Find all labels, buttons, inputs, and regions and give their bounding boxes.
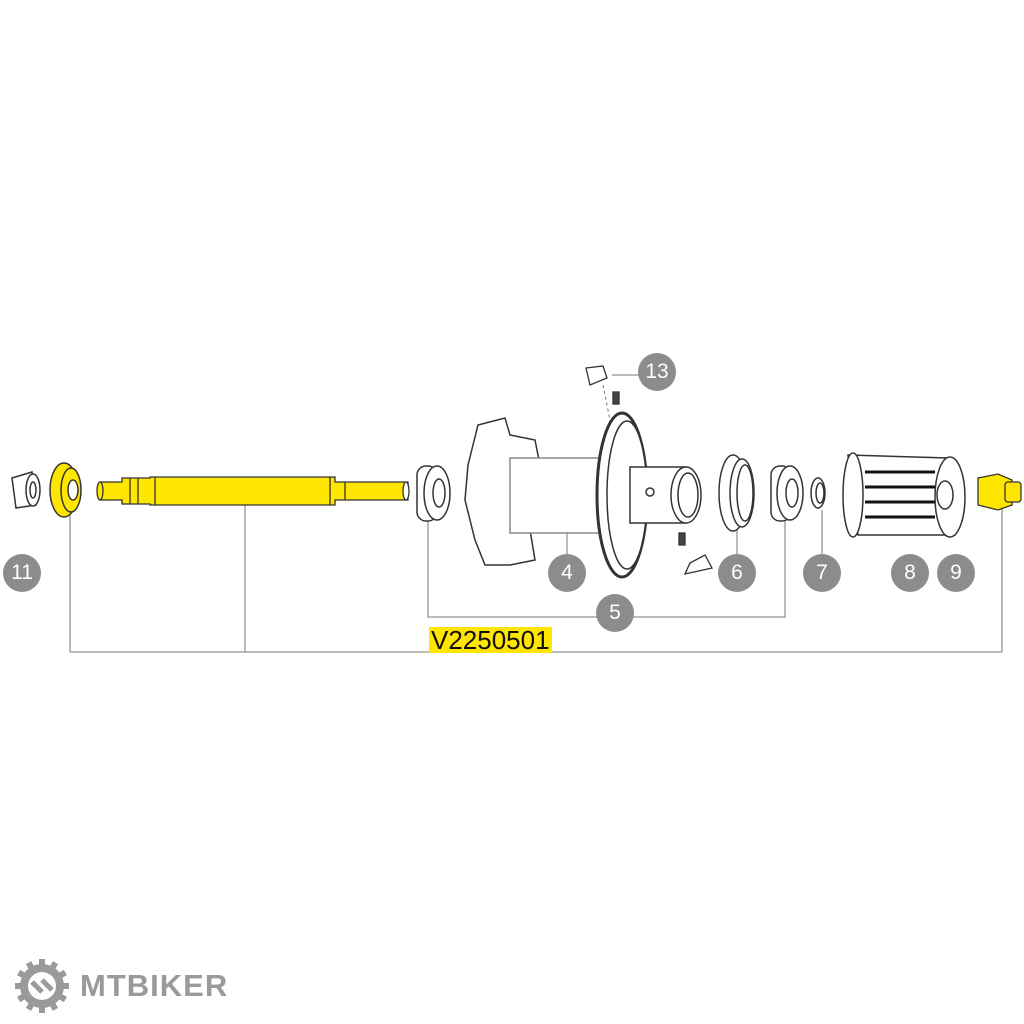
logo-text: MTBIKER (80, 968, 229, 1003)
callout-11: 11 (3, 554, 41, 592)
hub-body-part-4 (464, 411, 702, 579)
callout-5: 5 (596, 594, 634, 632)
axle-highlighted (96, 476, 410, 506)
freehub-part-8 (842, 452, 966, 538)
gear-logo-icon (15, 959, 69, 1013)
callout-6: 6 (718, 554, 756, 592)
spacer-part-7 (810, 477, 826, 509)
washer-highlighted (49, 462, 82, 518)
callout-8: 8 (891, 554, 929, 592)
part-code-label: V2250501 (429, 625, 552, 655)
end-cap-part-11 (11, 471, 41, 509)
mtbiker-logo: MTBIKER (14, 958, 228, 1014)
callout-7: 7 (803, 554, 841, 592)
bearing-right (770, 465, 804, 522)
seal-part-6 (718, 454, 755, 532)
callout-9: 9 (937, 554, 975, 592)
callout-13: 13 (638, 353, 676, 391)
end-nut-highlighted (977, 473, 1022, 511)
callout-4: 4 (548, 554, 586, 592)
bearing-left (416, 465, 451, 522)
pawl-part-13 (585, 365, 713, 575)
